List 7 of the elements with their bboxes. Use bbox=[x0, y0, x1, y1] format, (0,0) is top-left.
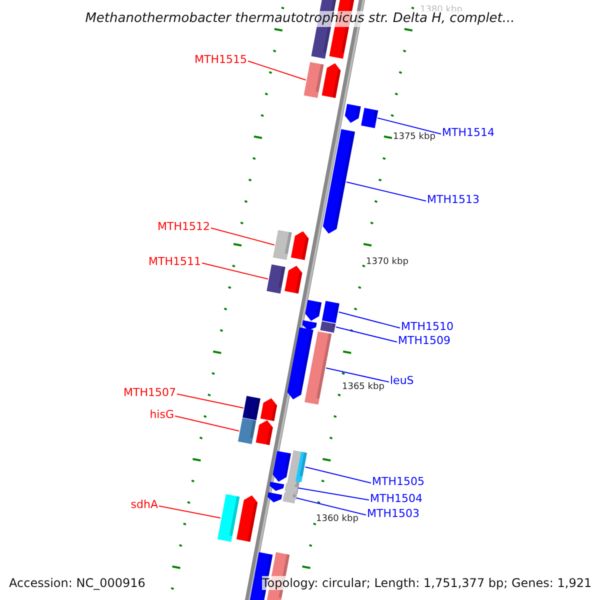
scale-label: 1360 kbp bbox=[316, 514, 358, 525]
accession-label: Accession: NC_000916 bbox=[9, 576, 146, 590]
scale-label: 1370 kbp bbox=[366, 256, 408, 269]
genome-info-label: Topology: circular; Length: 1,751,377 bp; Genes: 1,921 bbox=[262, 576, 592, 590]
scale-label: 1365 kbp bbox=[342, 381, 384, 394]
scale-label: 1375 kbp bbox=[393, 131, 436, 144]
map-title: Methanothermobacter thermautotrophicus str. Delta H, complet... bbox=[85, 11, 515, 27]
